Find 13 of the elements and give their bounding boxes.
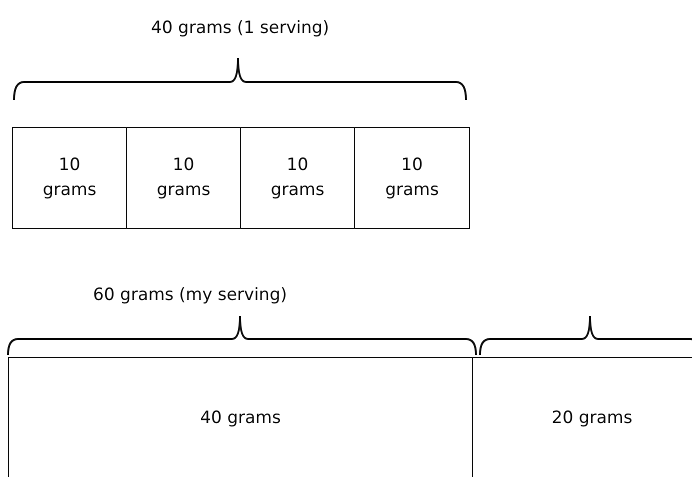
segment-label: 10 grams (156, 154, 212, 202)
tape-segment (126, 127, 241, 229)
segment-label: 10 grams (270, 154, 326, 202)
tape-segment (354, 127, 470, 229)
segment-label: 20 grams (552, 407, 632, 430)
brace-label: 40 grams (1 serving) (151, 18, 330, 38)
segment-label: 10 grams (42, 154, 98, 202)
segment-label: 40 grams (200, 407, 281, 430)
brace-label: 60 grams (my serving) (93, 285, 287, 305)
segment-label: 10 grams (384, 154, 440, 202)
tape-segment (12, 127, 127, 229)
tape-segment (240, 127, 355, 229)
tape-segment (8, 357, 473, 477)
